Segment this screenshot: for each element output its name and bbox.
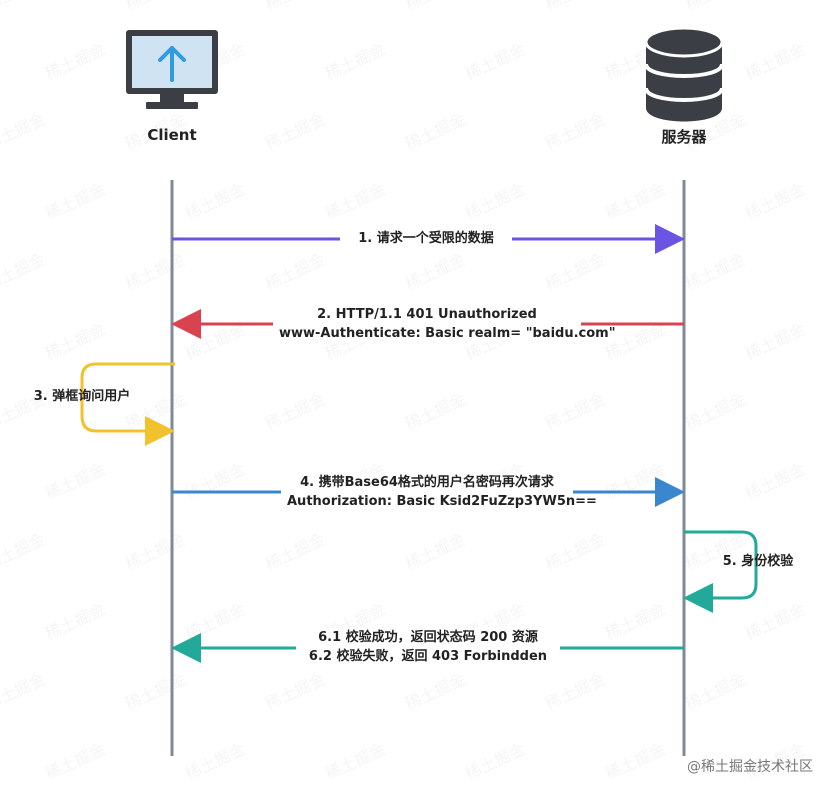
client-label: Client: [147, 126, 197, 144]
message-3-loop: [80, 362, 175, 446]
watermark-text: 稀土掘金: [262, 389, 328, 433]
watermark-text: 稀土掘金: [682, 249, 748, 293]
watermark-text: 稀土掘金: [42, 739, 108, 783]
watermark-text: 稀土掘金: [322, 739, 388, 783]
watermark-text: 稀土掘金: [122, 669, 188, 713]
watermark-text: 稀土掘金: [462, 179, 528, 223]
watermark-text: 稀土掘金: [0, 669, 48, 713]
watermark-text: 稀土掘金: [182, 599, 248, 643]
watermark-text: 稀土掘金: [742, 39, 808, 83]
watermark-text: 稀土掘金: [402, 529, 468, 573]
watermark-text: 稀土掘金: [402, 669, 468, 713]
watermark-text: 稀土掘金: [262, 669, 328, 713]
message-3-label: 3. 弹框询问用户: [20, 387, 144, 406]
watermark-text: 稀土掘金: [262, 0, 328, 14]
watermark-text: 稀土掘金: [42, 179, 108, 223]
watermark-text: 稀土掘金: [322, 179, 388, 223]
watermark-text: 稀土掘金: [402, 389, 468, 433]
watermark-text: 稀土掘金: [182, 319, 248, 363]
watermark-text: 稀土掘金: [742, 319, 808, 363]
message-4-line-1: 4. 携带Base64格式的用户名密码再次请求: [300, 475, 554, 490]
message-5-label: 5. 身份校验: [712, 552, 804, 571]
watermark-text: 稀土掘金: [182, 179, 248, 223]
watermark-text: 稀土掘金: [742, 599, 808, 643]
watermark-text: 稀土掘金: [602, 739, 668, 783]
watermark-text: 稀土掘金: [122, 0, 188, 14]
watermark-text: 稀土掘金: [542, 249, 608, 293]
watermark-text: 稀土掘金: [262, 109, 328, 153]
watermark-text: 稀土掘金: [542, 389, 608, 433]
watermark-text: 稀土掘金: [742, 459, 808, 503]
message-4-line-2: Authorization: Basic Ksid2FuZzp3YW5n==: [287, 494, 597, 509]
watermark-text: 稀土掘金: [182, 739, 248, 783]
watermark-text: 稀土掘金: [122, 249, 188, 293]
message-2-line-1: 2. HTTP/1.1 401 Unauthorized: [317, 307, 537, 322]
message-5-loop: [683, 530, 758, 613]
message-6-label: 6.1 校验成功，返回状态码 200 资源 6.2 校验失败，返回 403 Fo…: [296, 628, 560, 666]
watermark-text: 稀土掘金: [0, 109, 48, 153]
watermark-text: 稀土掘金: [122, 529, 188, 573]
watermark-text: 稀土掘金: [42, 459, 108, 503]
watermark-text: 稀土掘金: [0, 0, 48, 14]
watermark-text: 稀土掘金: [402, 0, 468, 14]
watermark-text: 稀土掘金: [602, 179, 668, 223]
watermark-text: 稀土掘金: [262, 249, 328, 293]
message-5-line-1: 5. 身份校验: [722, 554, 794, 569]
message-6-line-2: 6.2 校验失败，返回 403 Forbindden: [308, 649, 548, 664]
watermark-text: 稀土掘金: [42, 39, 108, 83]
watermark-text: 稀土掘金: [262, 529, 328, 573]
message-3-line-1: 3. 弹框询问用户: [33, 389, 131, 404]
watermark-text: 稀土掘金: [42, 599, 108, 643]
database-icon: [644, 26, 724, 122]
watermark-text: 稀土掘金: [402, 249, 468, 293]
message-2-line-2: www-Authenticate: Basic realm= "baidu.co…: [279, 326, 616, 341]
message-1-label: 1. 请求一个受限的数据: [340, 229, 512, 248]
message-2-label: 2. HTTP/1.1 401 Unauthorized www-Authent…: [273, 305, 616, 343]
watermark-text: 稀土掘金: [462, 39, 528, 83]
watermark-text: 稀土掘金: [182, 459, 248, 503]
monitor-upload-icon: [126, 30, 218, 109]
watermark-text: 稀土掘金: [542, 109, 608, 153]
message-6-line-1: 6.1 校验成功，返回状态码 200 资源: [318, 630, 538, 645]
watermark-text: 稀土掘金: [742, 179, 808, 223]
watermark-text: 稀土掘金: [682, 389, 748, 433]
watermark-text: 稀土掘金: [682, 669, 748, 713]
watermark-text: 稀土掘金: [602, 459, 668, 503]
watermark-text: 稀土掘金: [462, 739, 528, 783]
watermark-text: 稀土掘金: [42, 319, 108, 363]
watermark-text: 稀土掘金: [602, 599, 668, 643]
server-label: 服务器: [661, 128, 707, 146]
watermark-text: 稀土掘金: [542, 529, 608, 573]
watermark-text: 稀土掘金: [0, 529, 48, 573]
watermark-text: 稀土掘金: [322, 39, 388, 83]
watermark-text: 稀土掘金: [402, 109, 468, 153]
message-1-line-1: 1. 请求一个受限的数据: [358, 231, 494, 246]
watermark-text: 稀土掘金: [682, 0, 748, 14]
credit-text: @稀土掘金技术社区: [687, 759, 813, 775]
watermark-text: 稀土掘金: [542, 669, 608, 713]
watermark-text: 稀土掘金: [542, 0, 608, 14]
message-4-label: 4. 携带Base64格式的用户名密码再次请求 Authorization: B…: [281, 473, 597, 511]
watermark-text: 稀土掘金: [0, 249, 48, 293]
